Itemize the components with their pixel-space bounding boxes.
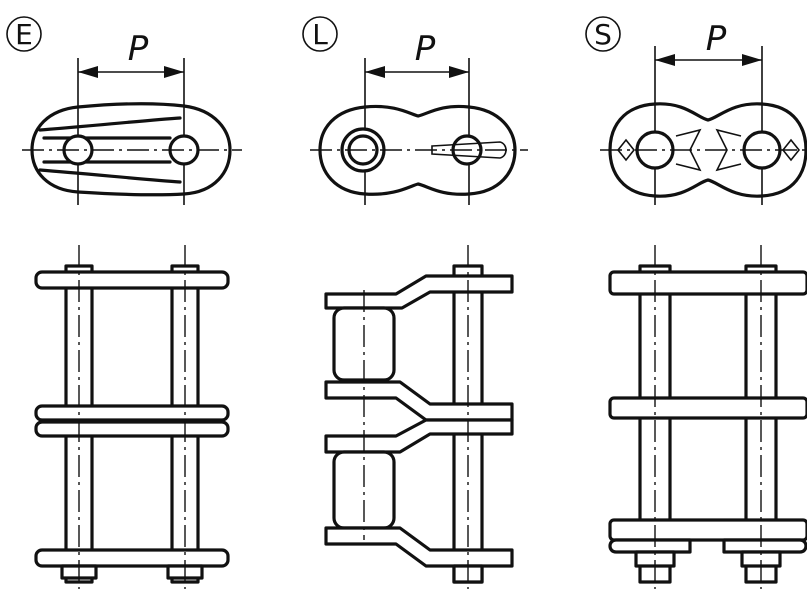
variant-s: S P [585,16,807,589]
variant-s-clip-end-right [781,138,801,162]
variant-l-pitch-label: P [415,29,436,69]
variant-e-letter: E [15,18,33,51]
variant-s-pitch-dimension: P [654,19,763,205]
variant-l: L P [302,16,528,589]
variant-e-pitch-label: P [128,29,149,69]
variant-e-pitch-dimension: P [77,29,185,205]
variant-l-link-top-view [310,104,528,196]
variant-s-badge-circle [585,16,621,52]
variant-e-badge: E [6,16,42,52]
variant-e-side-view [34,245,230,589]
variant-s-side-view [608,245,807,589]
variant-s-clip-end-left [616,138,636,162]
variant-l-badge: L [302,16,338,52]
variant-l-badge-circle [302,16,338,52]
variant-l-letter: L [312,18,328,51]
variant-s-badge: S [585,16,621,52]
variant-s-letter: S [594,18,612,51]
variant-e-badge-circle [6,16,42,52]
variant-l-side-view [324,245,514,589]
variant-e-link-top-view [22,102,242,197]
variant-s-pitch-label: P [706,19,727,59]
variant-s-link-top-view [600,102,807,198]
variant-e: E P [6,16,242,589]
variant-l-split-pin [431,141,507,159]
